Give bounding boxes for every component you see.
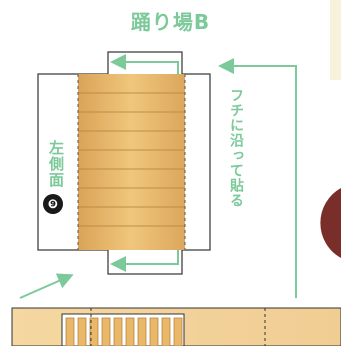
stair-strip <box>11 307 341 346</box>
top-edge-arrow <box>110 54 179 74</box>
side-label: 左側面 <box>47 140 65 188</box>
right-edge-arrow <box>218 58 297 298</box>
pointer-arrow-icon <box>19 273 74 299</box>
edge-instruction: フチに沿って貼る <box>228 88 244 208</box>
background-panel <box>330 0 341 80</box>
round-object <box>320 188 341 258</box>
step-badge: ❾ <box>43 194 63 214</box>
title: 踊り場B <box>130 10 211 34</box>
wood-planks <box>77 74 186 250</box>
bottom-edge-arrow <box>110 250 179 272</box>
